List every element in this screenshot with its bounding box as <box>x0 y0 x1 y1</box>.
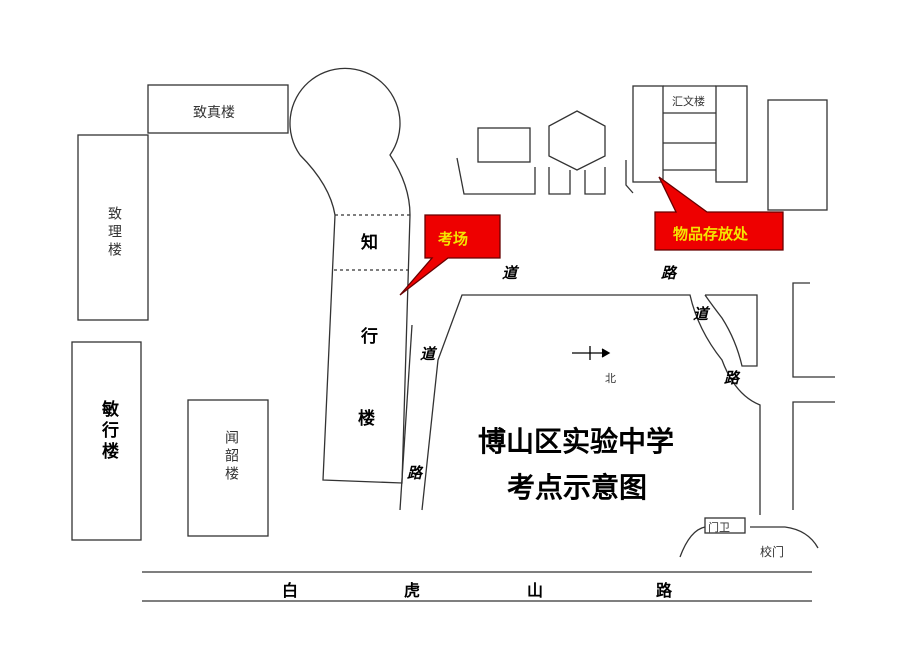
gatehouse <box>704 517 746 534</box>
street-char: 路 <box>656 581 673 600</box>
callout-exam-shape <box>399 214 501 296</box>
road-label: 道 <box>502 264 518 282</box>
road-label: 道 <box>420 345 436 363</box>
road-label: 路 <box>724 369 740 387</box>
callout-storage: 物品存放处 <box>673 225 749 243</box>
road-left <box>399 324 413 511</box>
road-label: 路 <box>661 264 677 282</box>
road-label: 道 <box>693 305 709 323</box>
street-char: 白 <box>282 581 299 600</box>
north-label: 北 <box>605 372 616 385</box>
label-zhixing-2: 行 <box>361 327 378 347</box>
map-title-line2: 考点示意图 <box>507 471 648 504</box>
street-char: 山 <box>527 581 544 600</box>
callout-storage-shape <box>654 176 784 251</box>
label-zhixing-3: 楼 <box>358 409 375 429</box>
label-school-gate: 校门 <box>760 545 785 559</box>
label-gatehouse: 门卫 <box>708 521 730 534</box>
label-zhili: 致理楼 <box>106 206 122 260</box>
road-label: 路 <box>407 464 423 482</box>
label-zhizhen: 致真楼 <box>193 105 235 121</box>
street-char: 虎 <box>404 581 421 600</box>
building-zhili <box>77 134 149 321</box>
building-hexagon <box>548 110 606 171</box>
callout-exam-room: 考场 <box>438 230 469 248</box>
building-small <box>477 127 531 163</box>
label-huiwen: 汇文楼 <box>672 95 705 108</box>
label-wenshao: 闻韶楼 <box>223 430 239 484</box>
building-minxing <box>71 341 142 541</box>
north-arrow-icon <box>572 346 611 360</box>
map-title-line1: 博山区实验中学 <box>478 425 675 458</box>
label-zhixing-1: 知 <box>361 233 378 253</box>
building-zhixing <box>289 67 411 484</box>
building-wenshao <box>187 399 269 537</box>
label-minxing: 敏行楼 <box>98 400 118 463</box>
building-zhizhen <box>147 84 289 134</box>
